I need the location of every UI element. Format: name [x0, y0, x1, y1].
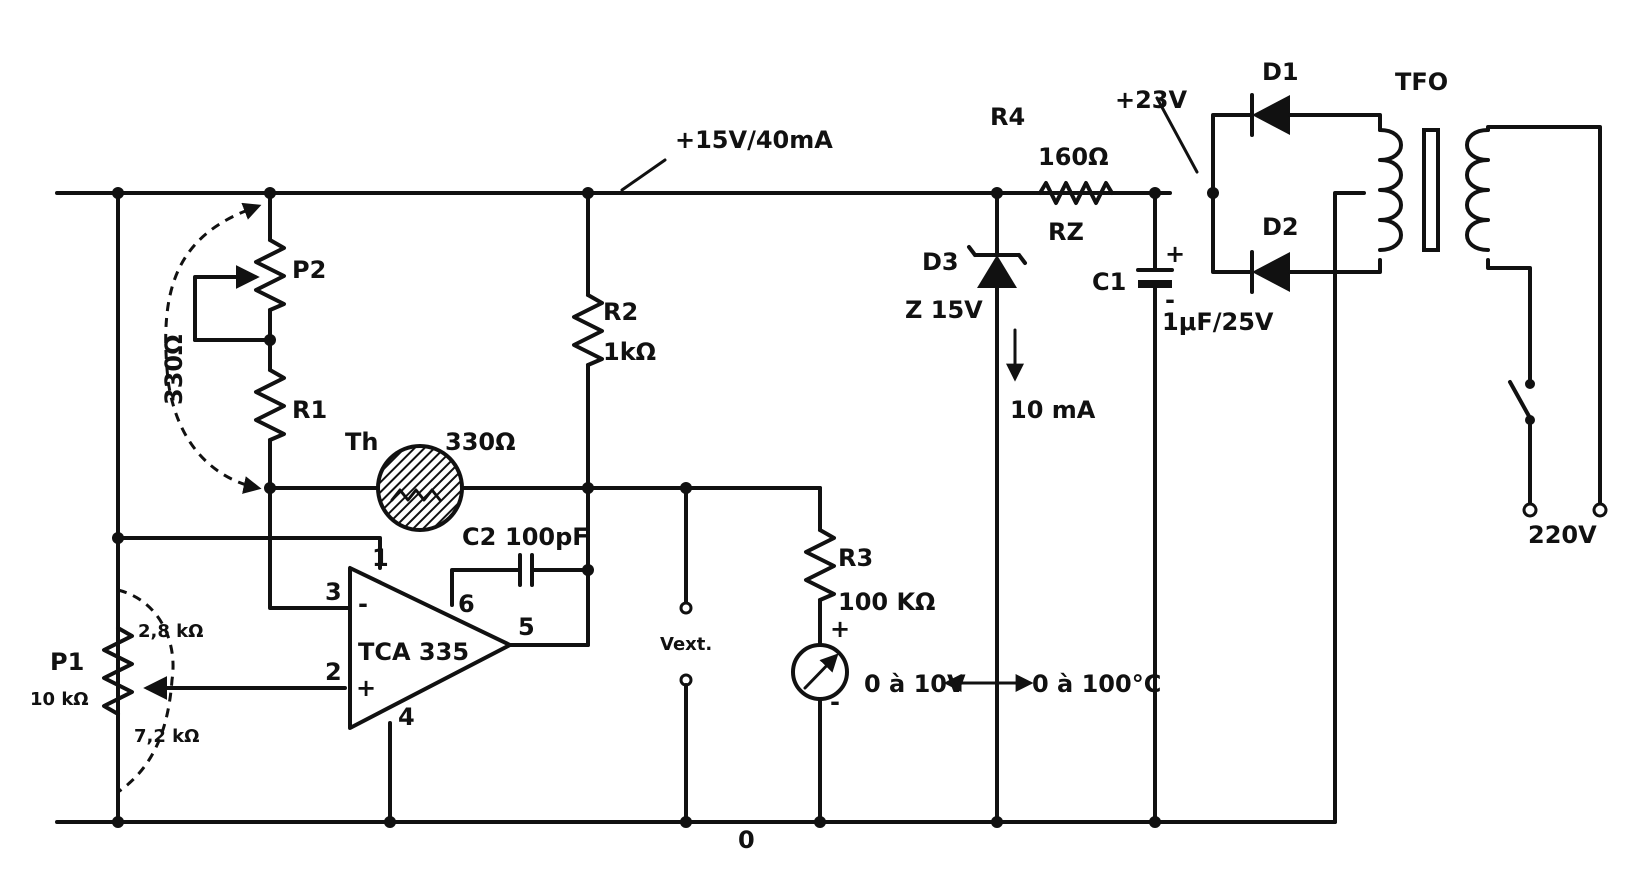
diode-d1: [1252, 95, 1290, 135]
d1-right-wire: [1288, 113, 1382, 132]
transformer-secondary: [1378, 128, 1403, 252]
vext-label: Vext.: [660, 634, 712, 655]
junction-dots: [112, 187, 1219, 828]
p1-value-label: 10 kΩ: [30, 689, 89, 710]
mains-terminal-left: [1522, 502, 1538, 518]
c1-label: C1: [1092, 268, 1126, 296]
meter-minus-label: -: [830, 688, 840, 716]
pin3-label: 3: [325, 578, 342, 606]
pin-plus-label: +: [356, 674, 376, 702]
r2-label: R2: [603, 298, 638, 326]
d1-left-wire: [1211, 113, 1252, 195]
r1-resistor: [254, 368, 286, 442]
pin5-label: 5: [518, 613, 535, 641]
d3-current-label: 10 mA: [1010, 396, 1096, 424]
p2-r1-range-arc: [164, 202, 262, 494]
op-amp-label: TCA 335: [358, 638, 469, 666]
zener-d3-bar: [967, 245, 1027, 265]
c2-value-label: 100pF: [505, 523, 589, 551]
pin1-label: 1: [372, 544, 389, 572]
d1-label: D1: [1262, 58, 1299, 86]
r4-value-label: 160Ω: [1038, 143, 1109, 171]
plus23-pointer: [1155, 96, 1199, 174]
d3-label: D3: [922, 248, 959, 276]
c1-plus-label: +: [1165, 240, 1185, 268]
supply-label: +15V/40mA: [675, 126, 833, 154]
r2-resistor: [572, 293, 604, 367]
pin3-wire: [268, 486, 352, 610]
p1-potentiometer: [102, 626, 134, 716]
pin1-wire: [116, 536, 382, 570]
r4-label: R4: [990, 103, 1025, 131]
primary-bottom-wire: [1486, 258, 1532, 382]
d2-right-wire: [1288, 258, 1382, 274]
p2r1-range-label: 330Ω: [160, 335, 188, 406]
c2-label: C2: [462, 523, 496, 551]
d2-left-wire: [1211, 191, 1252, 274]
r2-value-label: 1kΩ: [603, 338, 656, 366]
p1-lower-label: 7,2 kΩ: [134, 726, 199, 747]
pin4-label: 4: [398, 703, 415, 731]
center-tap-wire: [1333, 191, 1366, 824]
r3-resistor: [804, 528, 836, 602]
thermistor-symbol: [390, 488, 442, 502]
diode-d2: [1252, 252, 1290, 292]
scale-volts-label: 0 à 10V: [864, 670, 966, 698]
d2-label: D2: [1262, 213, 1299, 241]
rz-label: RZ: [1048, 218, 1084, 246]
r3-value-label: 100 KΩ: [838, 588, 935, 616]
c1-plate-bottom: [1138, 280, 1172, 288]
meter-needle: [803, 653, 839, 690]
r4-resistor: [1038, 181, 1114, 205]
supply-pointer: [620, 158, 667, 192]
pin6-label: 6: [458, 590, 475, 618]
th-label: Th: [345, 428, 378, 456]
tfo-label: TFO: [1395, 68, 1448, 96]
th-value-label: 330Ω: [445, 428, 516, 456]
mains-terminal-right: [1592, 502, 1608, 518]
c1-minus-label: -: [1165, 286, 1175, 314]
ground-label: 0: [738, 826, 755, 854]
vext-terminal-top: [679, 601, 693, 615]
pin6-wire: [450, 568, 522, 607]
r1-label: R1: [292, 396, 327, 424]
meter-plus-label: +: [830, 615, 850, 643]
primary-top-wire: [1486, 125, 1602, 507]
op-amp-triangle: [348, 566, 512, 730]
p1-upper-label: 2,8 kΩ: [138, 621, 203, 642]
scale-temp-label: 0 à 100°C: [1032, 670, 1161, 698]
p1-range-arc: [117, 588, 175, 794]
d3-value-label: Z 15V: [905, 296, 983, 324]
transformer-primary: [1465, 128, 1490, 252]
r3-label: R3: [838, 544, 873, 572]
switch-contact-top: [1525, 379, 1535, 389]
p2-label: P2: [292, 256, 326, 284]
transformer-core: [1422, 128, 1440, 252]
plus23-label: +23V: [1115, 86, 1188, 114]
p2-potentiometer: [254, 238, 286, 312]
thermistor: [376, 444, 464, 532]
pin-minus-label: -: [358, 590, 368, 618]
pin2-label: 2: [325, 658, 342, 686]
c1-value-label: 1μF/25V: [1162, 308, 1274, 336]
p2-wiper-wire: [193, 265, 260, 342]
p1-label: P1: [50, 648, 84, 676]
zener-d3: [977, 255, 1017, 288]
mains-switch: [1508, 380, 1532, 420]
mains-label: 220V: [1528, 521, 1597, 549]
